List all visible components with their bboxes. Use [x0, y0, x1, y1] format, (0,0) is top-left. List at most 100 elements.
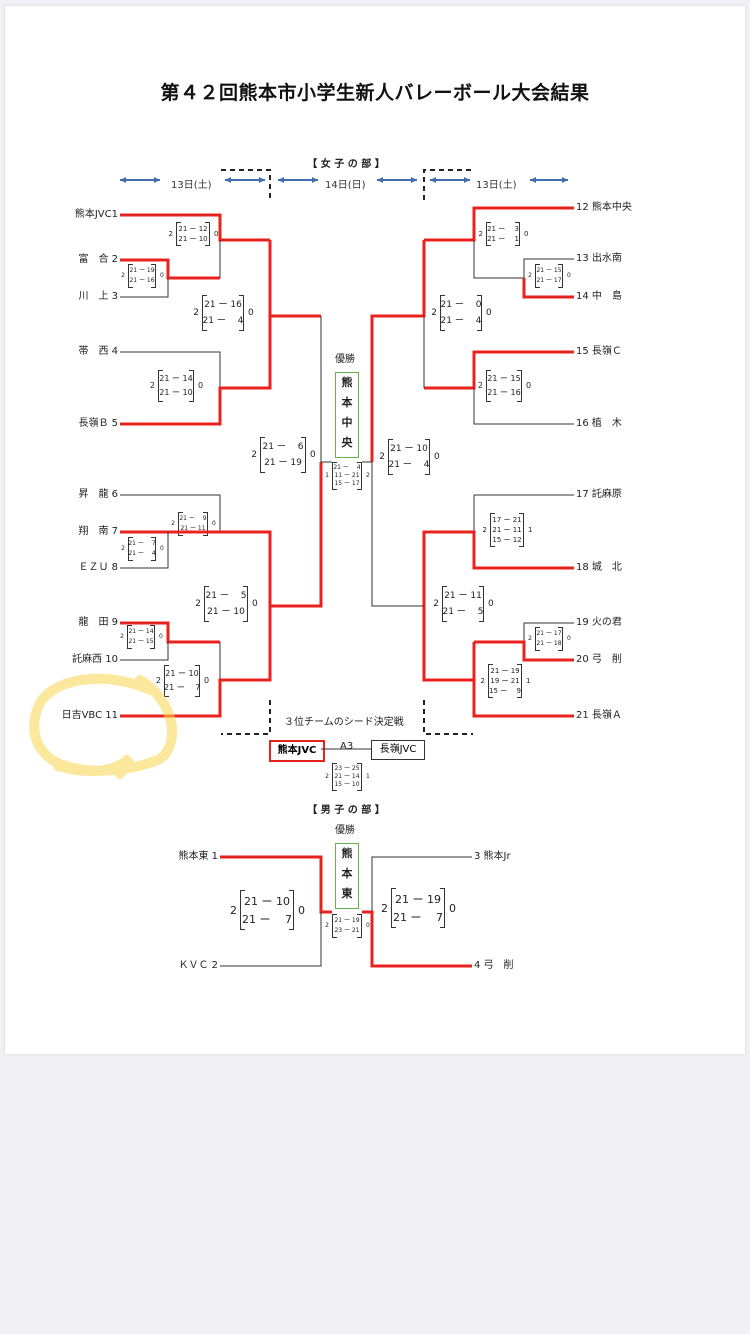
sets-won: 2	[325, 773, 329, 780]
sets-won: 2	[325, 922, 329, 929]
arrow-head	[259, 177, 265, 183]
set-score: 21 ー 6	[262, 441, 304, 452]
sets-won: 2	[477, 381, 483, 390]
girls-team-left: 託麻西 10	[72, 654, 118, 665]
boys-team-left: 熊本東 1	[178, 851, 218, 862]
sets-lost: 0	[198, 381, 204, 390]
bracket	[220, 912, 322, 967]
sets-won: 2	[155, 676, 161, 685]
bracket-win	[422, 530, 574, 606]
sets-lost: 0	[567, 272, 571, 279]
boys-team-left: ＫＶＣ 2	[178, 960, 218, 971]
set-score: 21 ー 5	[205, 590, 247, 601]
set-score: 21 ー 10	[165, 669, 199, 678]
bracket-win	[120, 316, 272, 426]
set-score: 21 ー 11	[492, 525, 522, 534]
bracket-win	[424, 350, 574, 390]
girls-team-right: 15 長嶺Ｃ	[576, 346, 622, 357]
girls-team-left: 富 合 2	[78, 254, 118, 265]
set-score: 21 ー 5	[442, 606, 484, 617]
girls-team-left: 帯 西 4	[78, 346, 118, 357]
bracket	[473, 388, 574, 425]
girls-team-right: 21 長嶺Ａ	[576, 710, 622, 721]
bracket	[120, 532, 169, 569]
set-score: 21 ー 3	[487, 224, 519, 233]
champion-char: 本	[341, 396, 353, 409]
set-score: 21 ー 10	[178, 234, 208, 243]
set-score: 21 ー 17	[536, 630, 562, 637]
girls-team-right: 19 火の君	[576, 617, 622, 628]
sets-won: 2	[528, 272, 532, 279]
champion-char: 熊	[341, 376, 353, 389]
girls-team-right: 14 中 島	[576, 291, 622, 302]
bracket	[473, 240, 574, 279]
set-score: 21 ー 7	[242, 912, 292, 926]
girls-team-left: 川 上 3	[78, 291, 118, 302]
sets-won: 2	[528, 635, 532, 642]
set-score: 21 ー 7	[128, 540, 156, 547]
arrow-head	[530, 177, 536, 183]
girls-team-left: 日吉VBC 11	[61, 710, 118, 721]
sets-won: 2	[478, 229, 483, 238]
girls-team-left: 熊本JVC1	[74, 209, 118, 220]
set-score: 21 ー 16	[129, 277, 155, 284]
champion-char: 東	[341, 887, 353, 900]
champion-char: 本	[341, 867, 353, 880]
sets-won: 2	[379, 451, 385, 462]
bracket-win	[422, 606, 574, 718]
set-score: 21 ー 16	[204, 299, 242, 310]
girls-winner-label: 優勝	[335, 354, 355, 365]
bracket-win	[424, 206, 574, 242]
set-score: 19 ー 21	[490, 676, 520, 685]
set-score: 21 ー 19	[395, 892, 441, 906]
sets-won: 2	[171, 520, 175, 527]
page-title: 第４２回熊本市小学生新人バレーボール大会結果	[160, 82, 590, 104]
girls-team-right: 12 熊本中央	[576, 202, 632, 213]
highlighter-mark	[29, 673, 178, 779]
sets-won: 2	[195, 598, 201, 609]
sets-lost: 1	[526, 676, 531, 685]
set-score: 23 ー 21	[334, 927, 360, 934]
bracket-win	[120, 258, 220, 280]
set-score: 23 ー 25	[334, 765, 360, 772]
sets-lost: 0	[159, 633, 163, 640]
set-score: 21 ー 12	[178, 224, 208, 233]
sets-won: 2	[120, 633, 124, 640]
sets-won: 2	[482, 525, 487, 534]
bracket	[120, 494, 221, 532]
sets-lost: 0	[160, 545, 164, 552]
bracket-win	[522, 278, 574, 299]
set-score: 21 ー 15	[128, 638, 154, 645]
bracket-win	[362, 910, 472, 968]
set-score: 15 ー 10	[334, 781, 360, 788]
sets-won: 2	[251, 449, 257, 460]
girls-team-left: 昇 龍 6	[78, 489, 118, 500]
sets-lost: 0	[524, 229, 529, 238]
sets-won: 2	[121, 272, 125, 279]
sets-lost: 0	[160, 272, 164, 279]
sets-lost: 0	[486, 307, 492, 318]
boys-team-right: 3 熊本Jr	[474, 851, 511, 862]
set-score: 17 ー 21	[492, 515, 522, 524]
third-team-a: 熊本JVC	[269, 740, 325, 762]
bracket-win	[120, 621, 220, 644]
arrow-head	[377, 177, 383, 183]
boys-team-right: 4 弓 削	[474, 960, 514, 971]
set-score: 21 ー 1	[487, 234, 519, 243]
bracket	[120, 642, 169, 661]
bracket-win	[474, 640, 574, 662]
set-score: 21 ー 19	[129, 267, 155, 274]
champion-char: 央	[341, 436, 353, 449]
